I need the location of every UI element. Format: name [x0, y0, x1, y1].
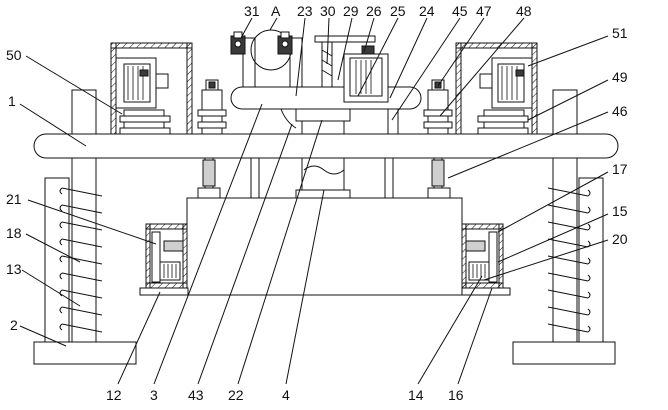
label-17: 17: [612, 161, 628, 177]
label-12: 12: [106, 387, 122, 403]
label-47: 47: [476, 3, 492, 19]
label-24: 24: [419, 3, 435, 19]
label-22: 22: [228, 387, 244, 403]
label-21: 21: [6, 191, 22, 207]
right-clamp-icon: [277, 31, 293, 55]
label-23: 23: [297, 3, 313, 19]
central-upper-assembly: [230, 29, 422, 135]
left-outer-sleeve: [44, 177, 70, 343]
rod-left-2: [250, 157, 260, 199]
label-4: 4: [282, 387, 290, 403]
right-spring: [547, 187, 591, 333]
right-bracket-plate: [461, 287, 511, 296]
label-26: 26: [366, 3, 382, 19]
left-spring: [59, 187, 103, 333]
nut-right: [431, 159, 445, 187]
label-48: 48: [516, 3, 532, 19]
left-bracket-plate: [139, 287, 189, 296]
label-20: 20: [612, 231, 628, 247]
left-motor-housing: [110, 42, 193, 135]
main-beam: [33, 133, 619, 159]
right-base-plate: [512, 341, 616, 365]
label-49: 49: [612, 69, 628, 85]
right-column: [552, 89, 578, 343]
label-16: 16: [448, 387, 464, 403]
label-45: 45: [452, 3, 468, 19]
label-14: 14: [408, 387, 424, 403]
label-43: 43: [188, 387, 204, 403]
label-3: 3: [150, 387, 158, 403]
nut-left: [202, 159, 216, 187]
label-46: 46: [612, 103, 628, 119]
lower-housing: [186, 197, 463, 296]
right-post: [423, 79, 453, 135]
right-side-unit: [461, 223, 504, 289]
right-motor-housing: [455, 42, 538, 135]
label-15: 15: [612, 203, 628, 219]
label-31: 31: [244, 3, 260, 19]
leader-lines: [19, 17, 609, 385]
label-25: 25: [390, 3, 406, 19]
label-30: 30: [320, 3, 336, 19]
nut-right-base: [427, 187, 451, 199]
nut-left-base: [197, 187, 221, 199]
left-clamp-icon: [230, 31, 246, 55]
label-A: A: [271, 3, 281, 19]
left-base-plate: [33, 341, 137, 365]
right-outer-sleeve: [578, 177, 604, 343]
left-post: [197, 79, 227, 135]
label-50: 50: [6, 47, 22, 63]
label-2: 2: [10, 317, 18, 333]
label-13: 13: [6, 261, 22, 277]
label-1: 1: [8, 93, 16, 109]
label-51: 51: [612, 25, 628, 41]
rod-right-1: [384, 157, 394, 199]
left-side-unit: [145, 223, 188, 289]
label-18: 18: [6, 225, 22, 241]
central-shaft: [295, 157, 351, 199]
label-29: 29: [343, 3, 359, 19]
